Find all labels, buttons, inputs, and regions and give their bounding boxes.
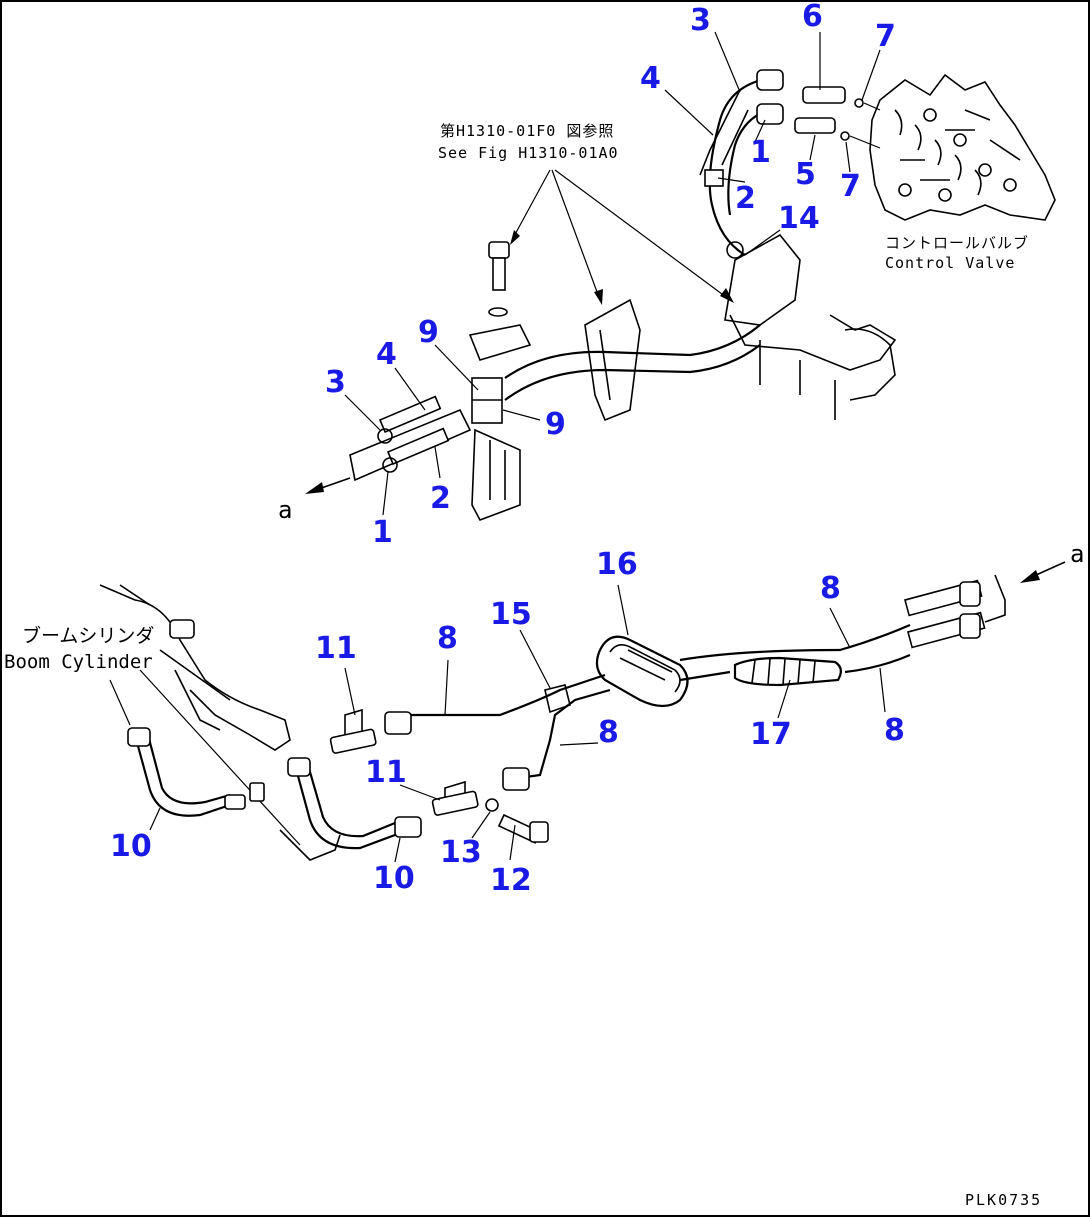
hoses-10: [127, 727, 422, 850]
callout-15: 15: [490, 597, 532, 632]
callout-5-top: 5: [795, 157, 816, 192]
callout-7-mid: 7: [840, 169, 861, 204]
tube-run-upper: [504, 298, 761, 422]
hose-bundle-top: [699, 69, 784, 259]
callout-2-top: 2: [735, 181, 756, 216]
callout-13: 13: [440, 835, 482, 870]
view-arrow-upper: [305, 477, 351, 494]
callout-9-b: 9: [545, 407, 566, 442]
callout-6-top: 6: [802, 0, 823, 34]
boom-cylinder-label-en: Boom Cylinder: [4, 651, 153, 673]
callout-8-lower: 8: [598, 715, 619, 750]
callout-14: 14: [778, 201, 820, 236]
callout-leaders: [149, 31, 886, 863]
elbow-fittings-top: [794, 86, 881, 149]
boom-cylinder-label-jp: ブームシリンダ: [22, 624, 154, 647]
callout-3-mid: 3: [325, 365, 346, 400]
control-valve-label-jp: コントロールバルブ: [885, 234, 1029, 252]
callout-8-right: 8: [820, 571, 841, 606]
callout-8-mid: 8: [437, 621, 458, 656]
reference-note-en: See Fig H1310-01A0: [438, 144, 619, 162]
callout-2-mid: 2: [430, 481, 451, 516]
tubes-8: [384, 574, 1006, 791]
reference-note-jp: 第H1310-01F0 図参照: [440, 122, 614, 140]
control-valve-label-en: Control Valve: [885, 254, 1015, 272]
callout-1-top: 1: [750, 135, 771, 170]
callout-4-mid: 4: [376, 337, 397, 372]
callout-1-mid: 1: [372, 515, 393, 550]
spiral-guard-17: [733, 656, 842, 687]
reference-leaders: [510, 169, 734, 305]
callout-11-b: 11: [365, 755, 407, 790]
callout-3-top: 3: [690, 3, 711, 38]
callout-4-top: 4: [640, 61, 661, 96]
callout-12: 12: [490, 863, 532, 898]
view-arrow-lower: [1020, 561, 1066, 583]
protector-16: [595, 635, 689, 708]
boom-cylinder-drawing: [99, 584, 341, 861]
callout-17: 17: [750, 717, 792, 752]
clamp-bracket-drawing: [724, 233, 897, 420]
callout-16: 16: [596, 547, 638, 582]
callout-10-left: 10: [110, 829, 152, 864]
callout-9-a: 9: [418, 315, 439, 350]
hose-fittings-mid: [349, 377, 521, 521]
callout-7-top: 7: [875, 19, 896, 54]
callout-11-a: 11: [315, 631, 357, 666]
callout-8-lower-right: 8: [884, 713, 905, 748]
callout-10-bottom: 10: [373, 861, 415, 896]
bolt-washer-top: [468, 241, 532, 361]
view-marker-upper: a: [278, 496, 292, 524]
sheet-code: PLK0735: [965, 1191, 1042, 1209]
fittings-11-bolt-12: [329, 708, 549, 844]
control-valve-drawing: [869, 73, 1056, 221]
view-marker-lower: a: [1070, 540, 1084, 568]
clamp-15: [544, 684, 571, 714]
